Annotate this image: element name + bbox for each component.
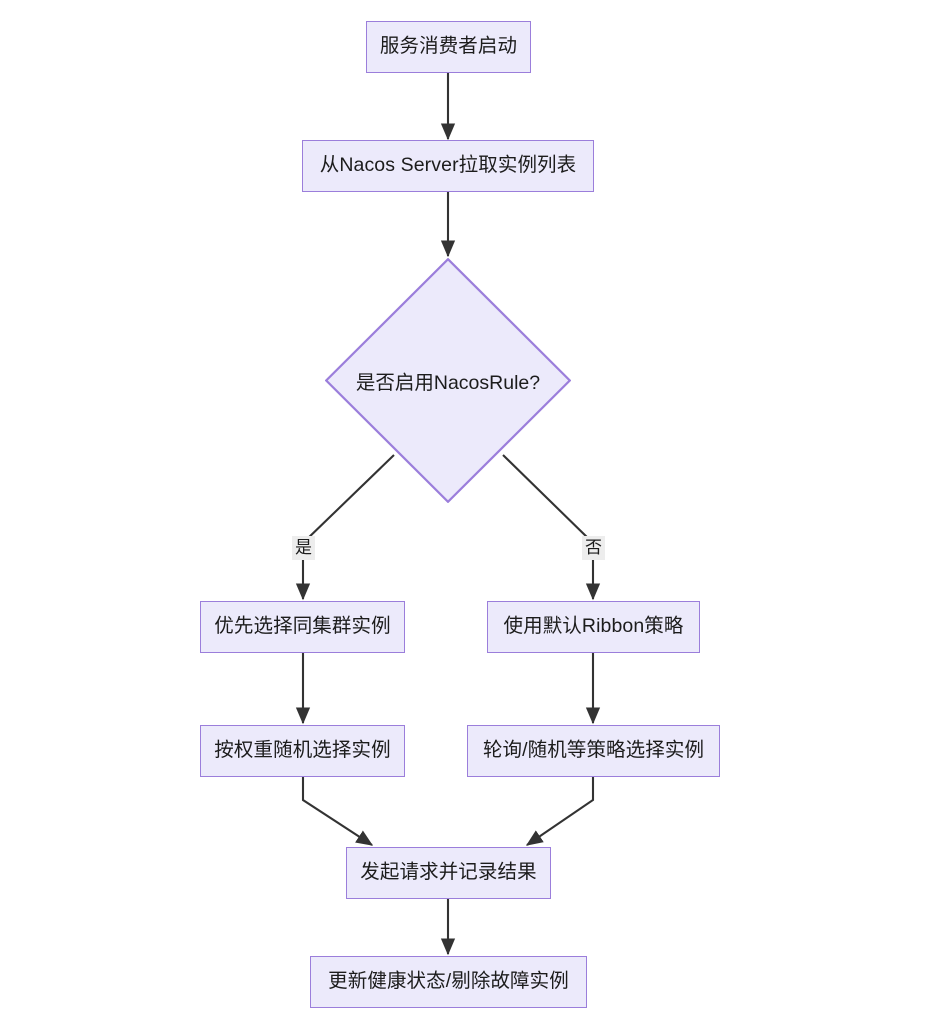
- edge-label-yes: 是: [292, 536, 315, 560]
- edge-label-no: 否: [582, 536, 605, 560]
- edge-label-no-text: 否: [585, 538, 602, 557]
- node-decision-nacosrule-label: 是否启用NacosRule?: [355, 372, 541, 394]
- node-roundrobin-random-select-label: 轮询/随机等策略选择实例: [482, 739, 705, 762]
- node-update-health-remove-faulty[interactable]: 更新健康状态/剔除故障实例: [310, 956, 587, 1008]
- node-update-health-remove-faulty-label: 更新健康状态/剔除故障实例: [328, 970, 569, 993]
- node-send-request-record-result-label: 发起请求并记录结果: [360, 861, 537, 884]
- node-default-ribbon-strategy-label: 使用默认Ribbon策略: [503, 615, 684, 638]
- node-prefer-same-cluster[interactable]: 优先选择同集群实例: [200, 601, 405, 653]
- node-decision-nacosrule[interactable]: 是否启用NacosRule?: [325, 258, 571, 503]
- node-prefer-same-cluster-label: 优先选择同集群实例: [214, 615, 391, 638]
- node-roundrobin-random-select[interactable]: 轮询/随机等策略选择实例: [467, 725, 720, 777]
- edge-roundrobin-to-request: [525, 777, 595, 846]
- node-start[interactable]: 服务消费者启动: [366, 21, 531, 73]
- node-send-request-record-result[interactable]: 发起请求并记录结果: [346, 847, 551, 899]
- edge-weighted-to-request: [301, 777, 374, 846]
- node-start-label: 服务消费者启动: [379, 35, 518, 58]
- node-weighted-random-select-label: 按权重随机选择实例: [214, 739, 391, 762]
- diamond-shape-icon: [325, 258, 571, 503]
- edge-label-yes-text: 是: [295, 538, 312, 557]
- node-weighted-random-select[interactable]: 按权重随机选择实例: [200, 725, 405, 777]
- node-default-ribbon-strategy[interactable]: 使用默认Ribbon策略: [487, 601, 700, 653]
- node-pull-instances[interactable]: 从Nacos Server拉取实例列表: [302, 140, 594, 192]
- node-pull-instances-label: 从Nacos Server拉取实例列表: [319, 154, 577, 177]
